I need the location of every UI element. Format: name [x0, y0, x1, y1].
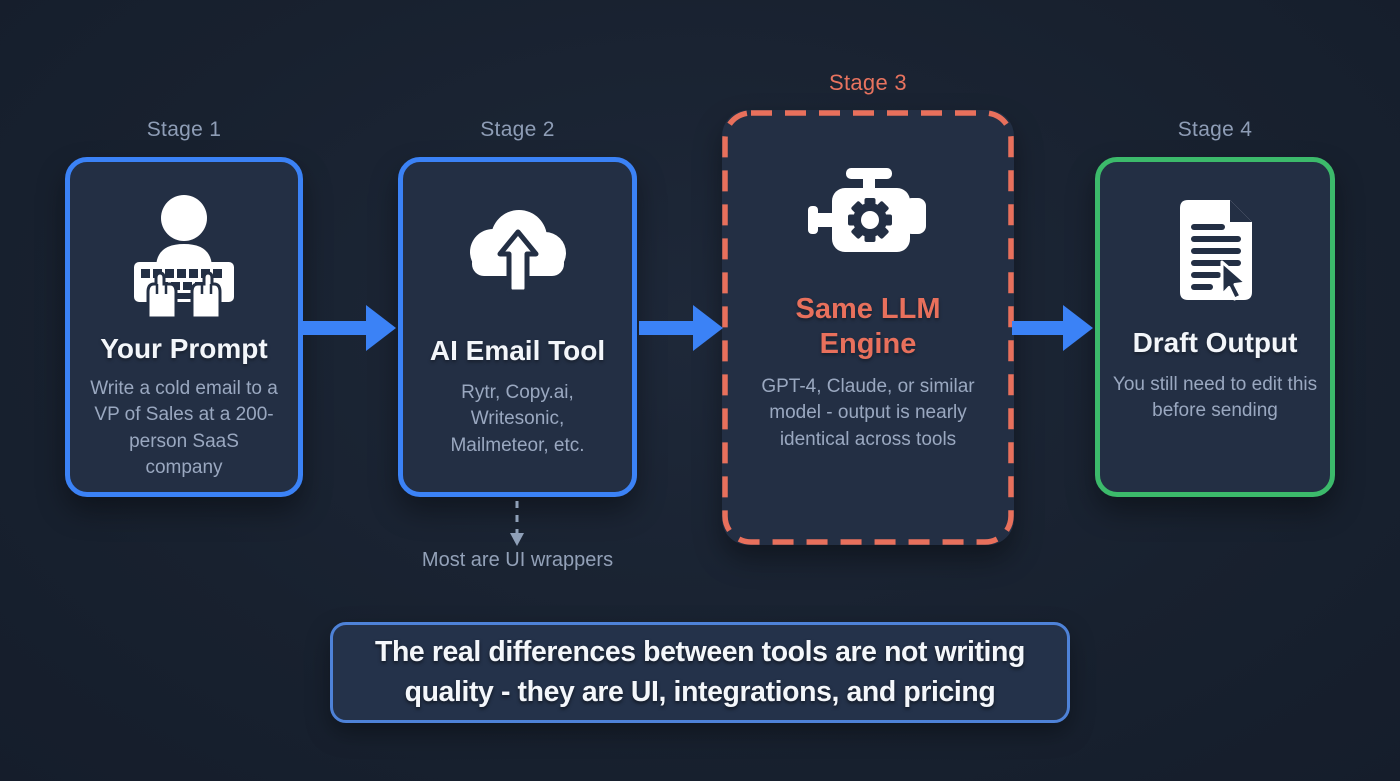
stage-2-card: AI Email Tool Rytr, Copy.ai, Writesonic,… [398, 157, 637, 497]
stage-1-card: Your Prompt Write a cold email to a VP o… [65, 157, 303, 497]
flow-arrow-1-icon [302, 299, 396, 362]
stage-4-title: Draft Output [1132, 327, 1298, 358]
flow-arrow-2-icon [639, 299, 723, 362]
stage-2-title: AI Email Tool [429, 335, 606, 366]
stage-4-subtitle: You still need to edit this before sendi… [1112, 373, 1318, 422]
stage-3-card: Same LLM Engine GPT-4, Claude, or simila… [722, 110, 1014, 545]
stage-4-label: Stage 4 [1177, 118, 1253, 141]
stage-1-label: Stage 1 [146, 118, 222, 141]
flow-arrow-3-icon [1012, 299, 1093, 362]
engine-icon [806, 168, 930, 270]
stage-2-subtitle: Rytr, Copy.ai, Writesonic, Mailmeteor, e… [450, 381, 585, 456]
ui-wrappers-annotation: Most are UI wrappers [421, 549, 614, 571]
stage-1-subtitle: Write a cold email to a VP of Sales at a… [90, 377, 278, 479]
key-takeaway-text: The real differences between tools are n… [374, 636, 1025, 708]
dashed-down-arrow-icon [508, 501, 526, 552]
stage-4-card: Draft Output You still need to edit this… [1095, 157, 1335, 497]
person-typing-icon [126, 192, 242, 318]
cloud-upload-icon [457, 196, 579, 312]
document-cursor-icon [1160, 198, 1270, 302]
stage-2-label: Stage 2 [480, 118, 555, 141]
stage-3-title: Same LLM Engine [795, 293, 941, 360]
stage-3-label: Stage 3 [829, 70, 907, 95]
key-takeaway-callout: The real differences between tools are n… [330, 622, 1070, 723]
stage-3-subtitle: GPT-4, Claude, or similar model - output… [761, 375, 975, 450]
stage-1-title: Your Prompt [100, 333, 268, 364]
